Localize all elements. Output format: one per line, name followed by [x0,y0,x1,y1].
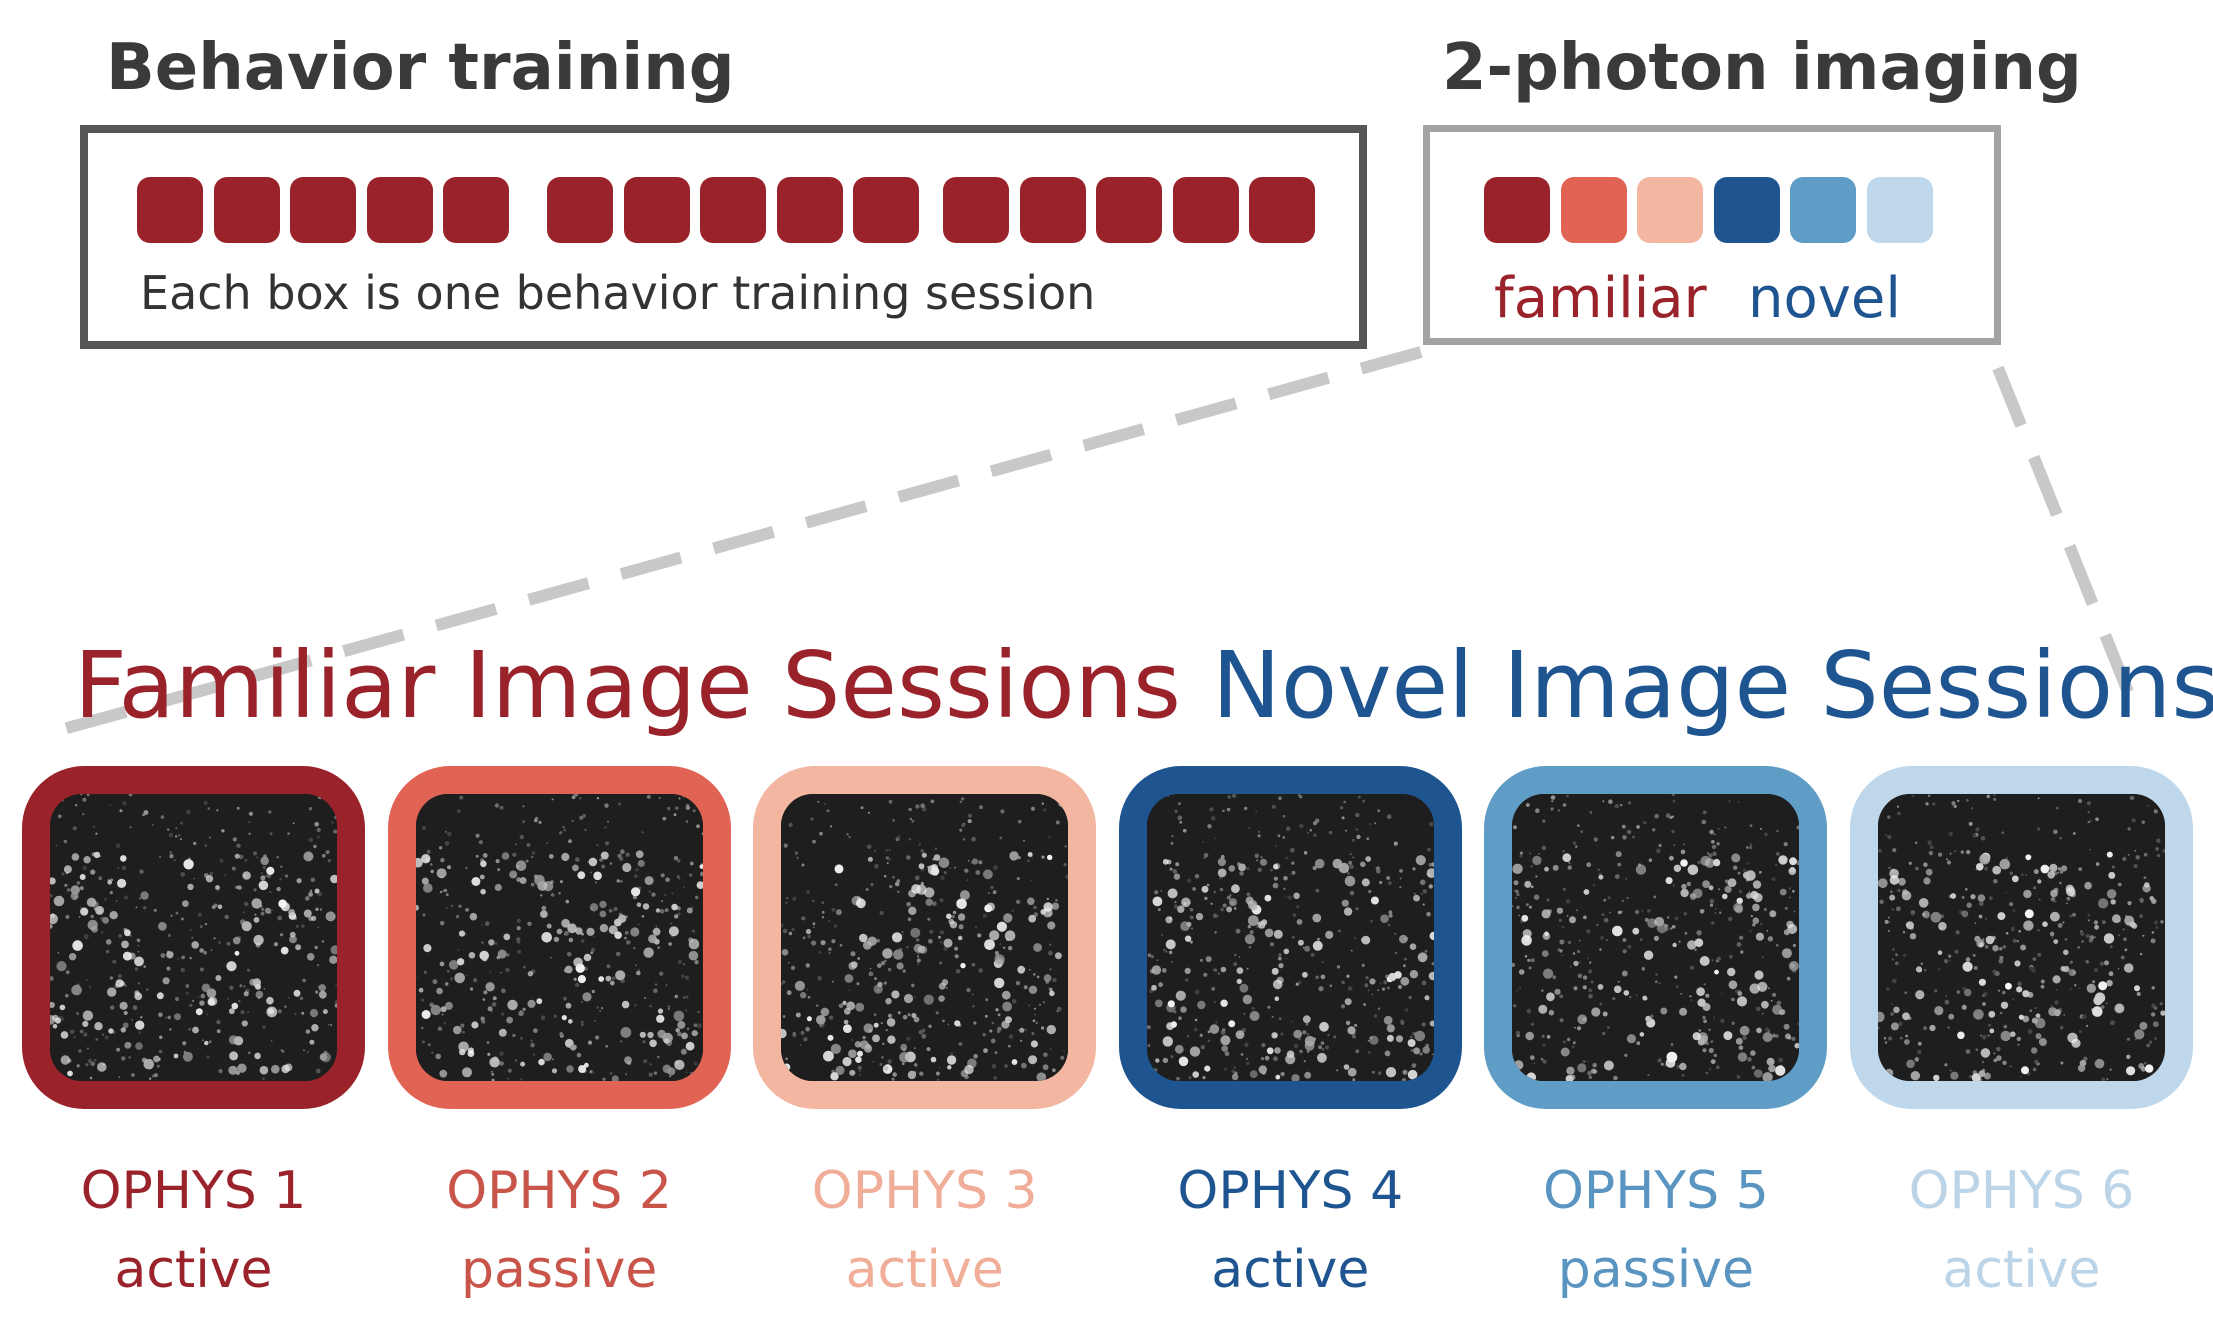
ophys-session-label: OPHYS 2 passive [388,1152,731,1310]
two-photon-field-of-view-image [1878,794,2165,1081]
behavior-session-box [366,177,433,243]
behavior-session-box [853,177,919,243]
ophys-session-name: OPHYS 4 [1177,1161,1404,1221]
behavior-session-box [137,177,203,243]
behavior-session-box [1096,177,1162,243]
familiar-legend-label: familiar [1494,266,1707,331]
imaging-session-swatch [1637,177,1703,243]
ophys-session-name: OPHYS 6 [1908,1161,2135,1221]
novel-legend-label: novel [1748,266,1901,331]
ophys-session-name: OPHYS 3 [811,1161,1038,1221]
behavior-session-box [776,177,843,243]
behavior-session-box [623,177,690,243]
ophys-session-card [22,766,365,1109]
ophys-session-label: OPHYS 5 passive [1484,1152,1827,1310]
behavior-session-box [1172,177,1239,243]
ophys-session-label: OPHYS 3 active [753,1152,1096,1310]
ophys-session-label: OPHYS 1 active [22,1152,365,1310]
ophys-session-card [753,766,1097,1109]
behavior-training-title: Behavior training [106,31,735,105]
ophys-session-name: OPHYS 5 [1543,1161,1769,1221]
ophys-session-mode: active [114,1240,273,1301]
novel-sessions-title: Novel Image Sessions [1212,632,2213,739]
ophys-session-name: OPHYS 2 [446,1161,672,1221]
ophys-session-card [1118,766,1462,1109]
ophys-session-card [387,766,731,1109]
two-photon-field-of-view-image [1146,794,1434,1081]
ophys-session-mode: passive [460,1240,658,1301]
behavior-caption: Each box is one behavior training sessio… [140,266,1096,320]
behavior-session-box [443,177,509,243]
behavior-session-box [1019,177,1086,243]
two-photon-imaging-title: 2-photon imaging [1442,31,2082,105]
behavior-session-box [943,177,1009,243]
imaging-session-swatch [1713,177,1780,243]
behavior-session-box [700,177,766,243]
ophys-session-card [1850,766,2193,1109]
ophys-session-name: OPHYS 1 [80,1161,307,1221]
ophys-session-mode: active [845,1240,1004,1301]
ophys-session-label: OPHYS 6 active [1850,1152,2193,1310]
behavior-session-box [547,177,613,243]
ophys-session-label: OPHYS 4 active [1119,1152,1462,1310]
ophys-session-mode: active [1211,1240,1370,1301]
behavior-session-box [213,177,280,243]
two-photon-field-of-view-image [415,794,703,1081]
behavior-training-panel [80,125,1367,349]
imaging-session-swatch [1484,177,1550,243]
imaging-session-swatch [1790,177,1856,243]
ophys-session-mode: passive [1557,1240,1755,1301]
behavior-session-box [290,177,356,243]
two-photon-field-of-view-image [1512,794,1800,1081]
ophys-session-mode: active [1942,1240,2101,1301]
behavior-session-box [1249,177,1315,243]
two-photon-imaging-panel [1423,125,2001,345]
imaging-session-swatch [1560,177,1627,243]
two-photon-field-of-view-image [781,794,1069,1081]
familiar-sessions-title: Familiar Image Sessions [74,632,1181,739]
ophys-session-card [1484,766,1828,1109]
two-photon-field-of-view-image [50,794,337,1081]
imaging-session-swatch [1866,177,1933,243]
